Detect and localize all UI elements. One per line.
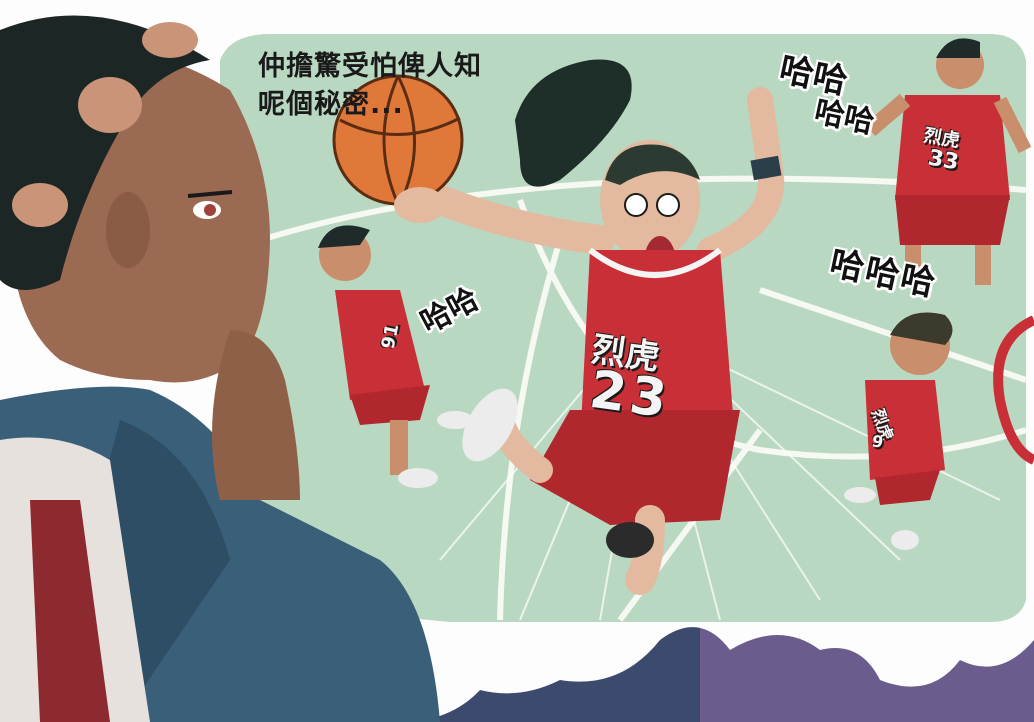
player-main [425,59,785,595]
caption-text: 仲擔驚受怕俾人知 呢個秘密... [258,48,482,124]
main-jersey-number: 23 [586,359,675,431]
main-player-hand [394,187,446,223]
hoop-rim [993,315,1034,465]
player-bottom-right [844,312,953,550]
top-right-jersey-number: 33 [926,145,961,176]
thinking-man [0,15,440,722]
caption-line-1: 仲擔驚受怕俾人知 [258,51,482,82]
flying-wig [515,59,632,187]
player-left [318,225,473,488]
caption-line-2: 呢個秘密... [258,89,404,120]
player-top-right [864,38,1032,285]
